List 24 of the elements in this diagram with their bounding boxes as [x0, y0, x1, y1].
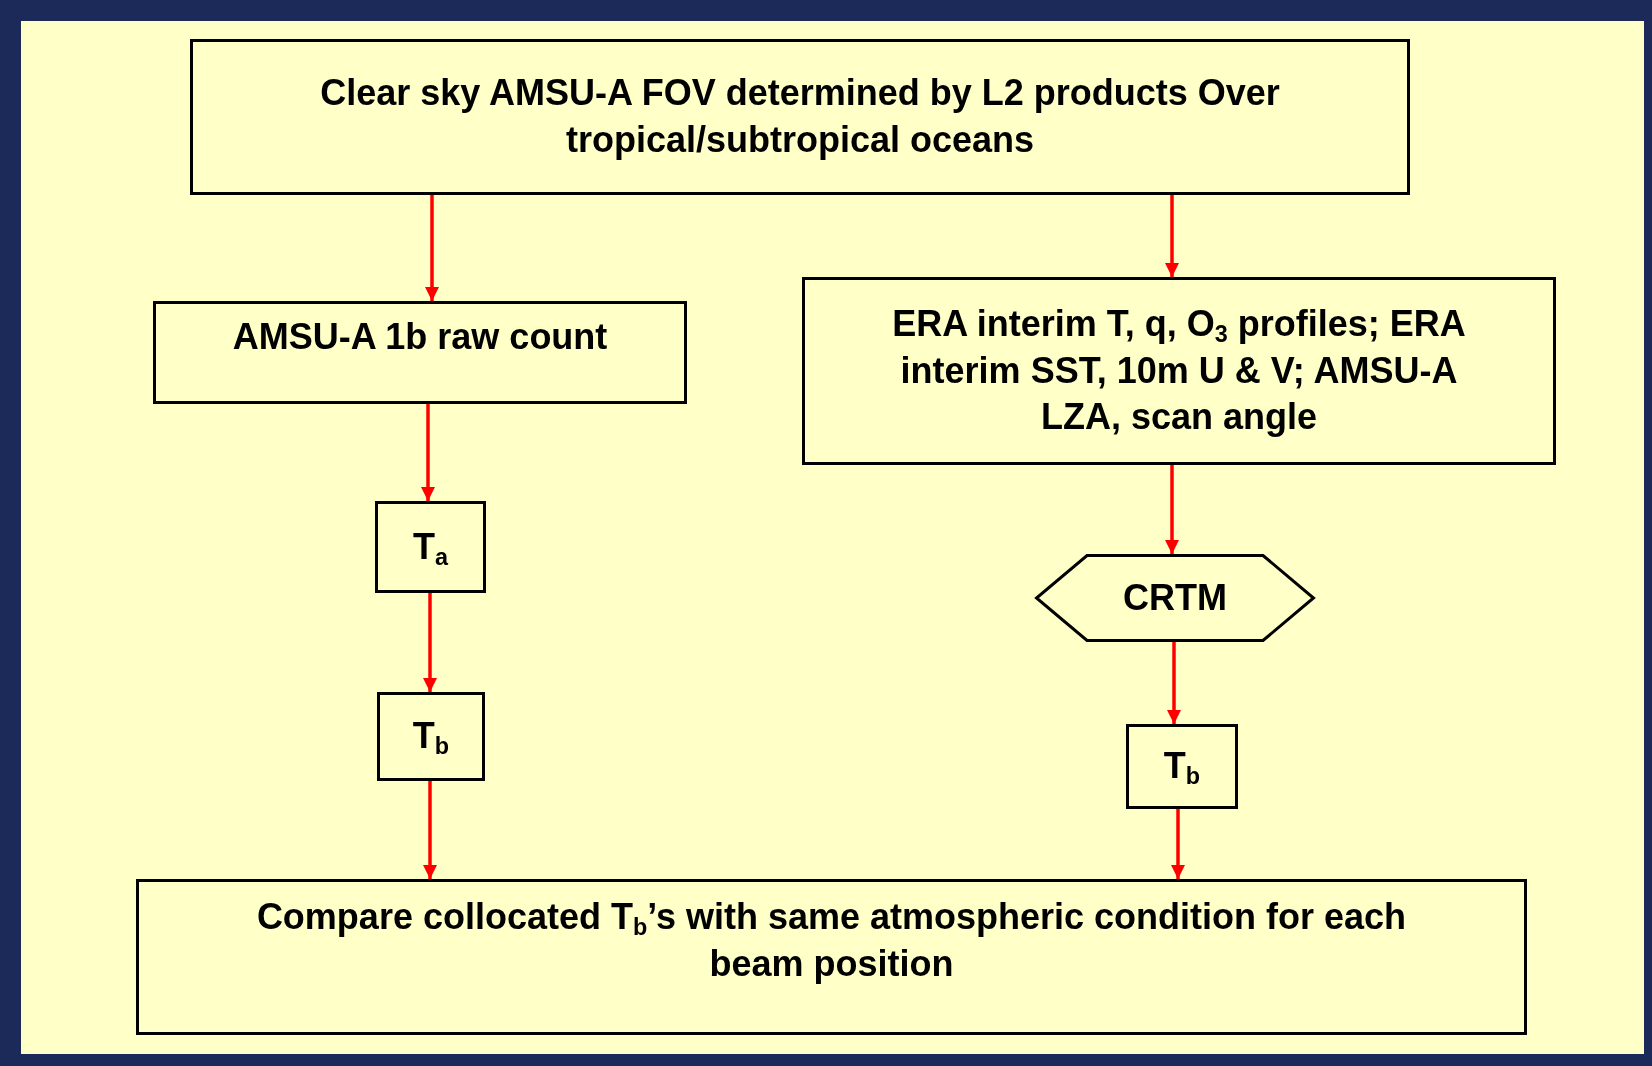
arrow: [1165, 195, 1179, 277]
node-label: CRTM: [1123, 575, 1227, 620]
node-label: Clear sky AMSU-A FOV determined by L2 products Over tropical/subtropical oceans: [319, 71, 1281, 162]
arrow: [423, 781, 437, 879]
node-label: T$_{a}$: [413, 524, 448, 571]
arrow: [421, 404, 435, 501]
node-label: T$_{b}$: [1163, 744, 1201, 790]
process-box: [153, 301, 687, 404]
process-box: [377, 692, 485, 781]
process-box: [136, 879, 1527, 1035]
node-label: AMSU-A 1b raw count: [232, 315, 608, 359]
hexagon-box: [1035, 554, 1315, 642]
arrow: [425, 195, 439, 301]
process-box: [190, 39, 1410, 195]
arrow: [1167, 642, 1181, 724]
arrow: [1165, 465, 1179, 554]
node-label: Compare collocated T$_{b}$’s with same atmospheric condition for each beam position: [255, 895, 1408, 986]
node-label: ERA interim T, q, O$_{3}$ profiles; ERA interim SST, 10m U & V; AMSU-A LZA, scan angle: [891, 301, 1467, 440]
process-box: [1126, 724, 1238, 809]
arrow: [423, 593, 437, 692]
node-label: T$_{b}$: [412, 714, 450, 760]
process-box: [802, 277, 1556, 465]
arrow: [1171, 809, 1185, 879]
process-box: [375, 501, 486, 593]
